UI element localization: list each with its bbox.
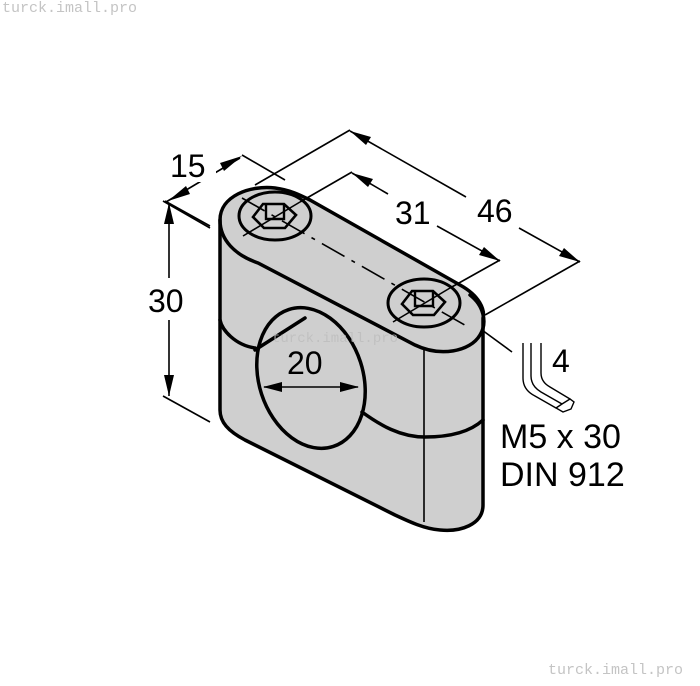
screw-spacing-label: 31	[395, 195, 431, 231]
bore-label: 20	[287, 345, 323, 381]
watermark-bottom: turck.imall.pro	[548, 662, 684, 679]
length-label: 46	[477, 193, 513, 229]
depth-label: 15	[170, 148, 206, 184]
dimension-length: 46	[254, 129, 581, 316]
hex-key-icon: 4	[522, 343, 575, 413]
screw-spec: M5 x 30 DIN 912	[500, 418, 625, 494]
center-line	[241, 197, 471, 329]
dimension-screw-spacing: 31	[299, 171, 501, 289]
dimension-bore: 20	[263, 345, 359, 392]
leader-line	[481, 329, 513, 353]
watermark-center: turck.imall.pro	[272, 331, 399, 347]
clamp-body	[218, 185, 486, 533]
dimension-depth: 15	[164, 148, 286, 227]
height-label: 30	[148, 283, 184, 319]
screw-spec-line1: M5 x 30	[500, 418, 621, 456]
dimension-height: 30	[148, 200, 211, 423]
screw-spec-line2: DIN 912	[500, 456, 625, 494]
watermark-top: turck.imall.pro	[2, 0, 138, 17]
hex-key-size-label: 4	[552, 343, 570, 379]
